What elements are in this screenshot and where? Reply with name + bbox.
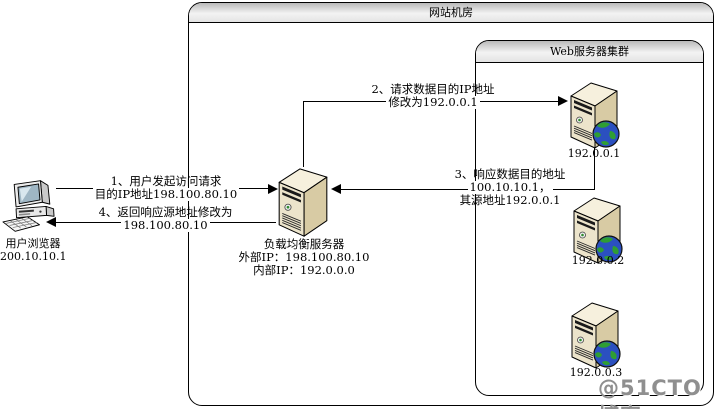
globe-icon xyxy=(592,120,620,148)
flow1-label: 1、用户发起访问请求 目的IP地址198.100.80.10 xyxy=(86,175,246,201)
flow3-line-vertical xyxy=(594,146,595,189)
web-server-1-label: 192.0.0.1 xyxy=(567,147,621,160)
flow1-arrow-right-icon xyxy=(268,184,278,194)
web-server-3-label: 192.0.0.3 xyxy=(569,366,623,379)
flow4-label: 4、返回响应源地址修改为 198.100.80.10 xyxy=(88,206,243,232)
flow4-label-line1: 4、返回响应源地址修改为 xyxy=(98,205,233,219)
client-ip: 200.10.10.1 xyxy=(0,249,67,263)
load-balancer-icon xyxy=(274,164,332,238)
room-box: 网站机房 xyxy=(188,2,714,406)
web-server-3-icon xyxy=(567,299,623,369)
client-name: 用户浏览器 xyxy=(5,237,61,250)
load-balancer-label: 负载均衡服务器 外部IP：198.100.80.10 内部IP：192.0.0.… xyxy=(224,238,384,277)
flow3-label-line1: 3、响应数据目的地址 xyxy=(454,167,566,181)
flow2-label-line1: 2、请求数据目的IP地址 xyxy=(371,82,495,96)
load-balancer-external-ip: 外部IP：198.100.80.10 xyxy=(238,250,370,264)
client-label: 用户浏览器 200.10.10.1 xyxy=(0,237,67,263)
flow4-label-line2: 198.100.80.10 xyxy=(121,218,210,232)
flow4-arrow-left-icon xyxy=(46,217,56,227)
web-server-2-icon xyxy=(569,194,625,264)
load-balancer-name: 负载均衡服务器 xyxy=(263,237,345,251)
flow3-label-line2: 100.10.10.1， xyxy=(467,180,553,194)
client-computer-icon xyxy=(2,176,62,236)
flow3-label: 3、响应数据目的地址 100.10.10.1， 其源地址192.0.0.1 xyxy=(420,168,600,207)
cluster-box-title: Web服务器集群 xyxy=(476,41,703,63)
web-server-1-icon xyxy=(566,79,622,149)
flow1-label-line1: 1、用户发起访问请求 xyxy=(110,174,222,188)
flow1-label-line2: 目的IP地址198.100.80.10 xyxy=(92,187,240,201)
flow3-label-line3: 其源地址192.0.0.1 xyxy=(459,193,561,207)
cluster-box: Web服务器集群 xyxy=(475,40,704,396)
globe-icon xyxy=(593,340,621,368)
flow2-arrow-right-icon xyxy=(558,96,568,106)
watermark: @51CTO博客 xyxy=(598,376,702,409)
web-server-2-label: 192.0.0.2 xyxy=(571,254,625,267)
flow3-arrow-left-icon xyxy=(331,184,341,194)
flow2-label-line2: 修改为192.0.0.1 xyxy=(386,95,480,109)
flow2-label: 2、请求数据目的IP地址 修改为192.0.0.1 xyxy=(338,83,528,109)
load-balancer-internal-ip: 内部IP：192.0.0.0 xyxy=(253,263,355,277)
globe-icon xyxy=(595,235,623,263)
flow2-line-vertical xyxy=(303,101,304,167)
room-box-title: 网站机房 xyxy=(189,3,713,23)
